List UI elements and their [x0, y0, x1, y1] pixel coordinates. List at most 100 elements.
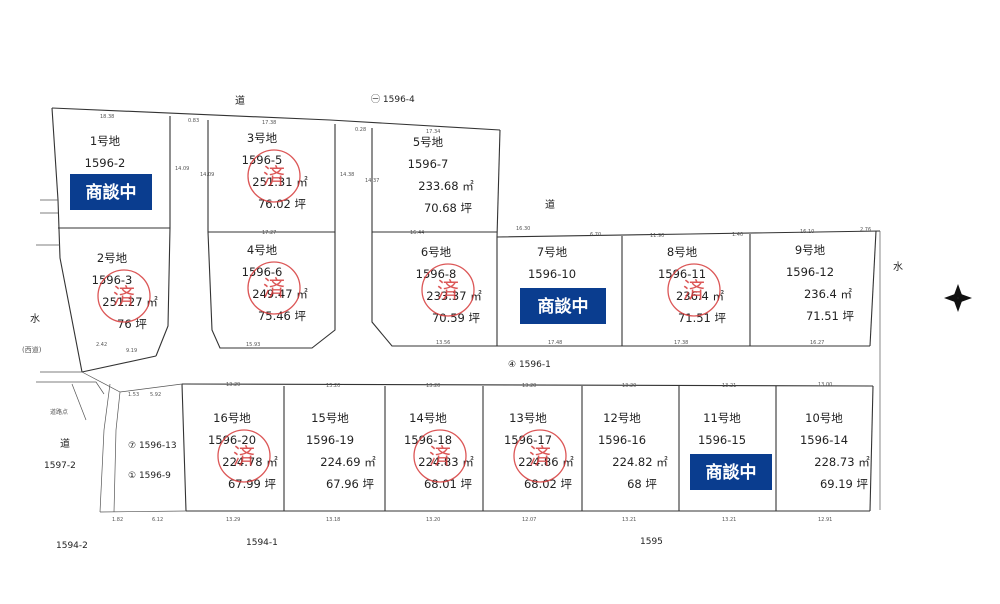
lot-tsubo: 75.46 坪 [258, 309, 307, 323]
negotiating-badge: 商談中 [690, 454, 772, 490]
svg-text:1.82: 1.82 [112, 517, 123, 523]
sold-stamp: 済 [247, 261, 301, 315]
lot-area: 228.73 ㎡ [814, 455, 870, 469]
sold-stamp-text: 済 [113, 285, 135, 310]
road-label-middle: 道 [545, 198, 555, 211]
lot-tsubo: 68.02 坪 [524, 477, 573, 491]
negotiating-badge-text: 商談中 [538, 296, 589, 317]
lot-name: 7号地 [537, 245, 568, 259]
sold-stamp-text: 済 [437, 279, 459, 304]
svg-text:1594-2: 1594-2 [56, 541, 88, 551]
lot-name: 5号地 [413, 135, 444, 149]
lot-area: 224.83 ㎡ [418, 455, 474, 469]
lot-area: 224.78 ㎡ [222, 455, 278, 469]
road-point-label: 道路点 [50, 408, 68, 416]
svg-text:1594-1: 1594-1 [246, 538, 278, 548]
svg-text:12.91: 12.91 [818, 517, 832, 523]
sold-stamp-text: 済 [683, 279, 705, 304]
svg-text:17.27: 17.27 [262, 230, 276, 236]
lot-parcel: 1596-16 [598, 433, 646, 447]
lot-parcel: 1596-18 [404, 433, 452, 447]
lot-name: 8号地 [667, 245, 698, 259]
svg-text:13.00: 13.00 [818, 382, 832, 388]
lot-tsubo: 69.19 坪 [820, 477, 869, 491]
sold-stamp: 済 [421, 263, 475, 317]
sold-stamp-text: 済 [429, 445, 451, 470]
lot-name: 10号地 [805, 411, 843, 425]
lot-10[interactable]: 10号地 1596-14 228.73 ㎡ 69.19 坪 [800, 411, 870, 491]
sold-stamp: 済 [413, 429, 467, 483]
lot-name: 12号地 [603, 411, 641, 425]
lot-tsubo: 70.59 坪 [432, 311, 481, 325]
lot-name: 15号地 [311, 411, 349, 425]
svg-text:15.93: 15.93 [246, 342, 260, 348]
lot-area: 251.31 ㎡ [252, 175, 308, 189]
svg-text:6.12: 6.12 [152, 517, 163, 523]
sold-stamp: 済 [513, 429, 567, 483]
lot-area: 236.4 ㎡ [804, 287, 853, 301]
lot-parcel: 1596-20 [208, 433, 256, 447]
svg-text:17.38: 17.38 [262, 120, 276, 126]
lot-parcel: 1596-14 [800, 433, 848, 447]
svg-text:1595: 1595 [640, 537, 663, 547]
lot-tsubo: 67.99 坪 [228, 477, 277, 491]
svg-text:9.19: 9.19 [126, 348, 137, 354]
negotiating-badge-text: 商談中 [706, 462, 757, 483]
svg-text:① 1596-9: ① 1596-9 [128, 471, 171, 481]
svg-text:14.09: 14.09 [200, 172, 214, 178]
lot-area: 233.37 ㎡ [426, 289, 482, 303]
svg-text:13.29: 13.29 [226, 517, 240, 523]
svg-text:14.37: 14.37 [365, 178, 379, 184]
lot-tsubo: 76 坪 [117, 317, 147, 331]
svg-text:㊀ 1596-4: ㊀ 1596-4 [371, 94, 415, 105]
lot-parcel: 1596-15 [698, 433, 746, 447]
svg-text:⑦ 1596-13: ⑦ 1596-13 [128, 441, 177, 451]
sold-stamp: 済 [217, 429, 271, 483]
svg-text:④ 1596-1: ④ 1596-1 [508, 360, 551, 370]
svg-text:17.48: 17.48 [548, 340, 562, 346]
lot-name: 3号地 [247, 131, 278, 145]
north-arrow-icon [944, 284, 972, 312]
lot-tsubo: 71.51 坪 [678, 311, 727, 325]
lot-tsubo: 76.02 坪 [258, 197, 307, 211]
svg-text:13.21: 13.21 [722, 383, 736, 389]
lot-parcel: 1596-7 [408, 157, 449, 171]
road-label-west: 道 [60, 437, 70, 450]
svg-text:16.30: 16.30 [516, 226, 530, 232]
svg-text:6.70: 6.70 [590, 232, 601, 238]
lot-tsubo: 68.01 坪 [424, 477, 473, 491]
sold-stamp-text: 済 [529, 445, 551, 470]
svg-text:1597-2: 1597-2 [44, 461, 76, 471]
left-side-label: (西道) [22, 345, 42, 354]
lot-parcel: 1596-12 [786, 265, 834, 279]
svg-text:13.21: 13.21 [622, 517, 636, 523]
svg-text:1.53: 1.53 [128, 392, 139, 398]
lot-name: 4号地 [247, 243, 278, 257]
svg-text:13.29: 13.29 [226, 382, 240, 388]
sold-stamp: 済 [97, 269, 151, 323]
svg-text:17.38: 17.38 [674, 340, 688, 346]
sold-stamp: 済 [247, 149, 301, 203]
lot-area: 251.27 ㎡ [102, 295, 158, 309]
lot-parcel: 1596-17 [504, 433, 552, 447]
lot-area: 236.4 ㎡ [676, 289, 725, 303]
lot-area: 224.86 ㎡ [518, 455, 574, 469]
lot-name: 9号地 [795, 243, 826, 257]
